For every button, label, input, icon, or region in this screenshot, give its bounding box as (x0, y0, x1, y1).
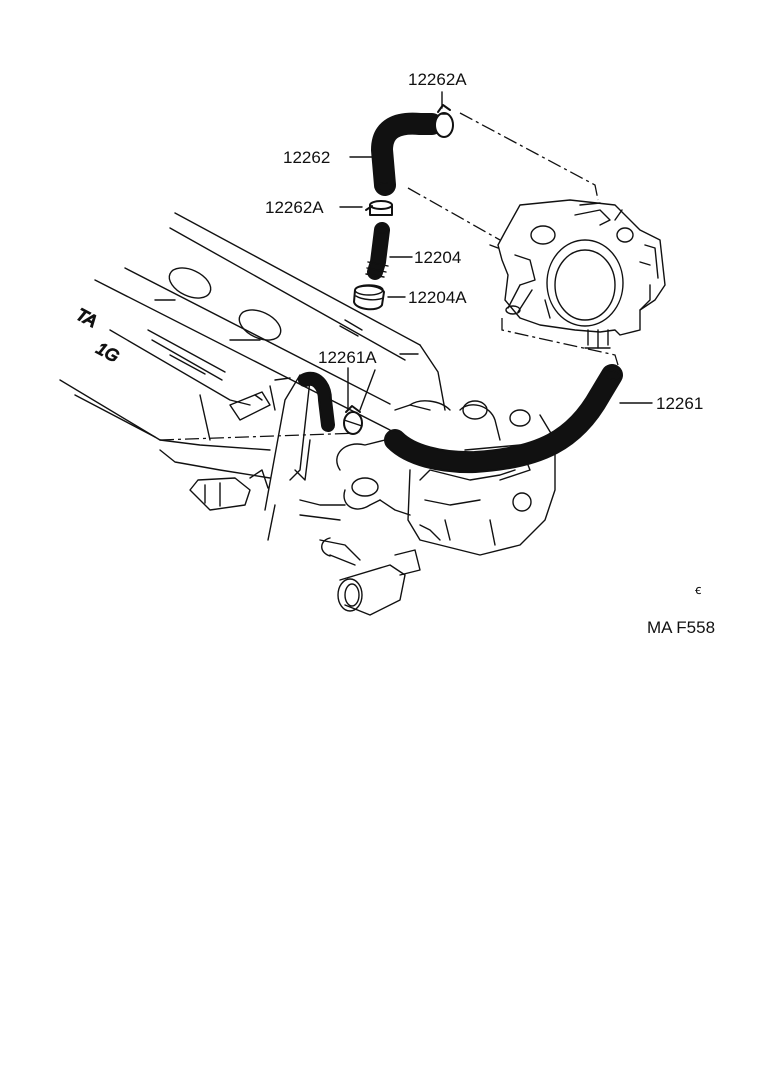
figure-code: MA F558 (647, 618, 715, 637)
label-12262: 12262 (283, 148, 330, 167)
bracket-and-pipes (264, 371, 421, 616)
label-12262A-top: 12262A (408, 70, 467, 89)
installation-reference-lines (159, 112, 619, 441)
leader-lines (339, 91, 653, 411)
label-12261A: 12261A (318, 348, 377, 367)
engine-cylinder-head: TA 1G (59, 212, 446, 511)
hose-12261 (384, 364, 623, 474)
small-mark: ꞓ (695, 582, 701, 597)
hose-12262 (371, 112, 443, 196)
air-valve-assembly (336, 400, 556, 556)
label-12204: 12204 (414, 248, 461, 267)
throttle-body (489, 199, 666, 349)
clamp-12261A (343, 405, 363, 435)
grommet-12204A (353, 284, 385, 311)
label-12204A: 12204A (408, 288, 467, 307)
label-12262A-middle: 12262A (265, 198, 324, 217)
label-12261: 12261 (656, 394, 703, 413)
engine-marking-text: TA (73, 305, 100, 331)
pipe-12204 (365, 222, 390, 280)
engine-marking-text-small: 1G (93, 339, 122, 366)
clamp-12262A-middle (365, 200, 393, 216)
clamp-12262A-top (434, 104, 454, 138)
